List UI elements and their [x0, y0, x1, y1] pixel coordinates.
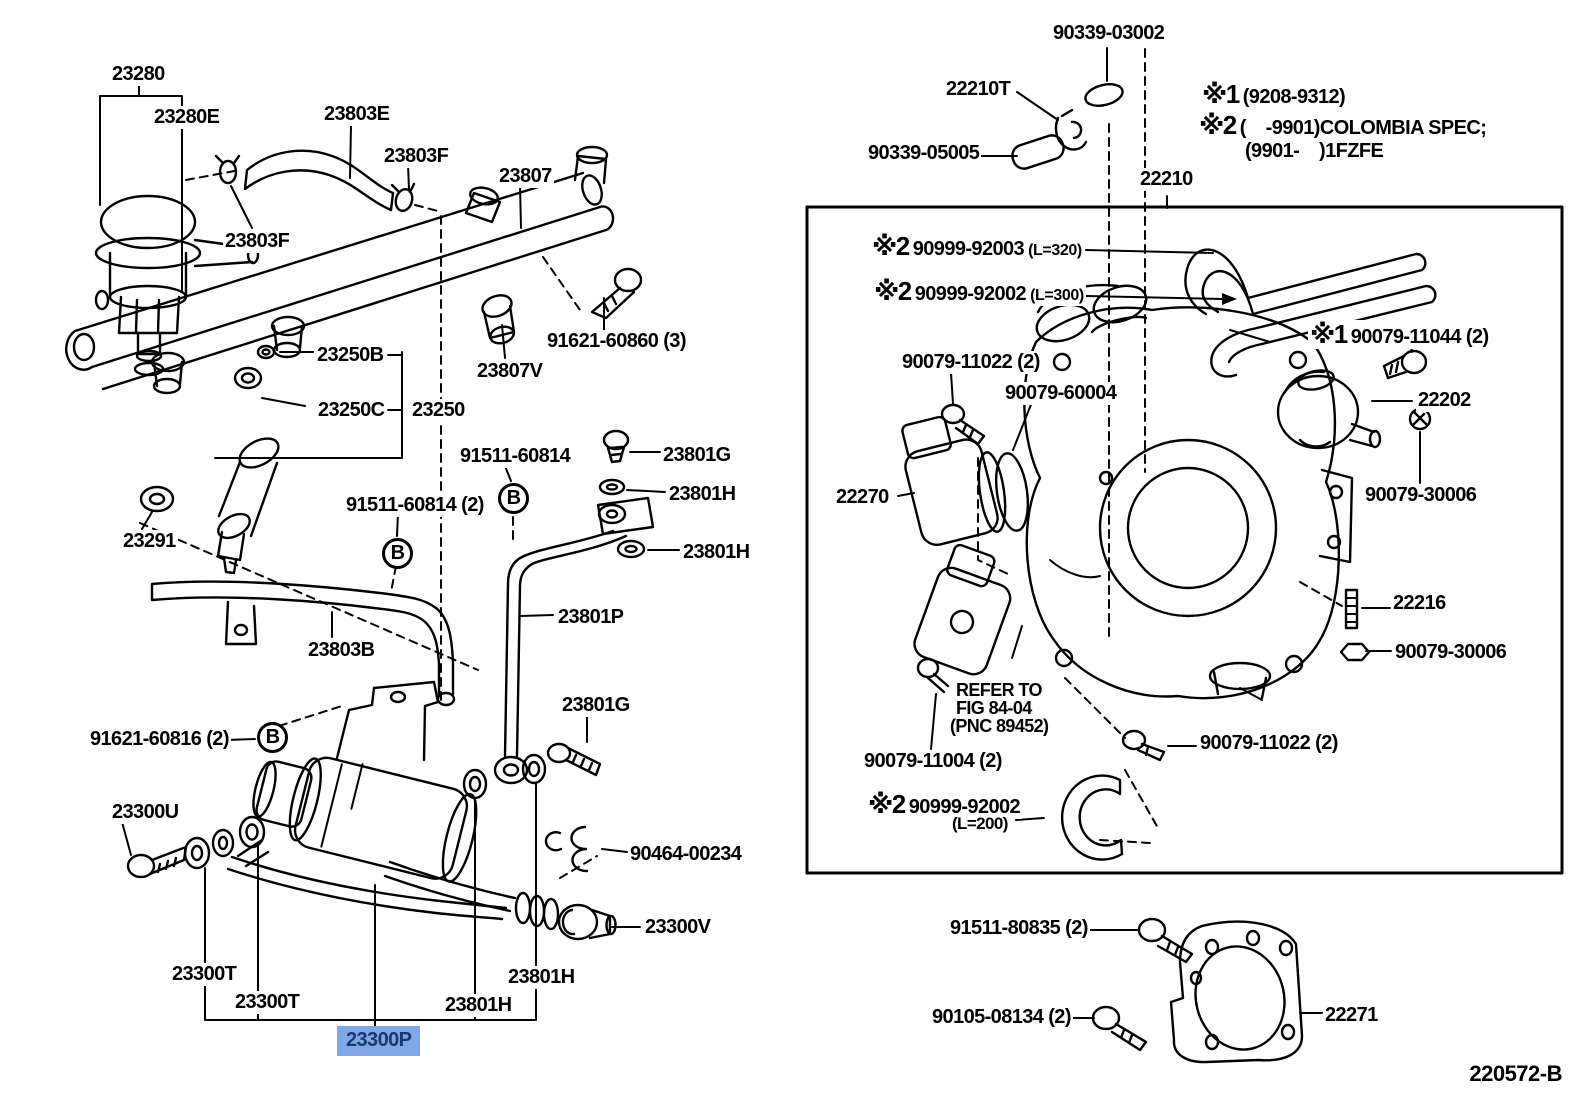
reference-mark: ※2 — [1199, 110, 1237, 140]
part-label[interactable]: 91621-60816 (2) — [88, 728, 231, 751]
throttle-body — [1023, 284, 1354, 701]
part-label[interactable]: 23801H — [667, 483, 738, 506]
marker-b: B — [257, 722, 288, 753]
part-label[interactable]: 90105-08134 (2) — [930, 1006, 1073, 1029]
part-label[interactable]: 23300T — [170, 963, 239, 986]
marker-b: B — [498, 483, 529, 514]
part-label[interactable]: 23801G — [560, 694, 632, 717]
reference-mark: ※2 — [872, 231, 910, 261]
rail-bolt-60860 — [590, 267, 643, 320]
hose-23803E — [214, 149, 416, 213]
pressure-regulator-23280 — [94, 194, 260, 377]
part-label[interactable]: 23803B — [306, 639, 377, 662]
part-label[interactable]: 91511-60814 — [458, 445, 573, 468]
part-label[interactable]: 90079-11022 (2) — [900, 351, 1042, 374]
dashpot-22202 — [1276, 369, 1382, 450]
pipe-23801P — [462, 429, 655, 873]
highlighted-part-label[interactable]: 23300P — [337, 1026, 421, 1056]
part-label[interactable]: 23801H — [443, 994, 514, 1017]
part-label[interactable]: 23803F — [223, 230, 292, 253]
figure-box — [805, 205, 1564, 875]
part-label[interactable]: 23280 — [110, 63, 167, 86]
part-label[interactable]: 23300V — [643, 916, 713, 939]
part-label[interactable]: 22202 — [1416, 389, 1473, 412]
dashed-lines — [139, 34, 1343, 879]
gasket-22271 — [1091, 917, 1304, 1064]
part-label[interactable]: 23801H — [506, 966, 577, 989]
refer-note: REFER TO — [954, 680, 1044, 701]
c-hose-92002 — [1060, 774, 1124, 861]
small-fasteners — [916, 349, 1432, 762]
reference-mark: ※1 — [1202, 79, 1240, 109]
part-label[interactable]: 23807V — [475, 360, 545, 383]
reference-mark: ※2 — [874, 276, 912, 306]
part-label[interactable]: 91511-60814 (2) — [344, 494, 486, 517]
part-label[interactable]: 22271 — [1323, 1004, 1380, 1027]
part-label[interactable]: 91621-60860 (3) — [545, 330, 688, 353]
part-label[interactable]: 91511-80835 (2) — [948, 917, 1090, 940]
part-label[interactable]: 90079-60004 — [1003, 382, 1119, 405]
reference-mark: ※1 — [1310, 319, 1348, 349]
refer-note: FIG 84-04 — [954, 698, 1034, 719]
top-clamp-hose — [1011, 83, 1124, 170]
part-label[interactable]: 23803F — [382, 145, 451, 168]
part-label[interactable]: 90079-30006 — [1363, 484, 1479, 507]
part-label[interactable]: 23801G — [661, 444, 733, 467]
part-label[interactable]: 22210 — [1138, 168, 1195, 191]
part-label[interactable]: 23801P — [556, 606, 626, 629]
part-label[interactable]: 22210T — [944, 78, 1013, 101]
pipe-23803B — [150, 580, 456, 707]
part-label[interactable]: 22270 — [834, 486, 891, 509]
part-label[interactable]: 90464-00234 — [628, 843, 744, 866]
throttle-sensor — [913, 543, 1012, 676]
part-label[interactable]: 23300T — [233, 991, 302, 1014]
part-label[interactable]: 23803E — [322, 103, 392, 126]
spec-note: ※2( -9901)COLOMBIA SPEC; — [1197, 110, 1489, 141]
isc-valve-22270 — [901, 415, 1030, 546]
part-label[interactable]: 90079-30006 — [1393, 641, 1509, 664]
part-label[interactable]: 23250C — [316, 399, 387, 422]
refer-note: (PNC 89452) — [948, 716, 1051, 737]
part-label[interactable]: 23250B — [315, 344, 386, 367]
part-label[interactable]: 23291 — [121, 530, 178, 553]
length-note: (L=300) — [1026, 287, 1084, 304]
part-label[interactable]: 23280E — [152, 106, 222, 129]
part-label[interactable]: 23250 — [410, 399, 467, 422]
part-label[interactable]: 90339-03002 — [1051, 22, 1167, 45]
marker-b: B — [382, 538, 413, 569]
part-label[interactable]: 23807 — [497, 165, 554, 188]
injector-23250 — [139, 344, 280, 575]
page-code: 220572-B — [1469, 1061, 1562, 1086]
spec-note: ※1(9208-9312) — [1200, 79, 1348, 110]
part-label[interactable]: 90079-11022 (2) — [1198, 732, 1340, 755]
length-note: (L=320) — [1024, 242, 1082, 259]
part-label[interactable]: 23801H — [681, 541, 752, 564]
spec-note: (9901- )1FZFE — [1243, 140, 1386, 163]
part-label[interactable]: 90339-05005 — [866, 142, 982, 165]
reference-mark: ※2 — [868, 789, 906, 819]
part-label[interactable]: 90079-11004 (2) — [862, 750, 1004, 773]
part-label[interactable]: 23300U — [110, 801, 181, 824]
part-label[interactable]: 22216 — [1391, 592, 1448, 615]
length-note: (L=200) — [950, 814, 1010, 834]
